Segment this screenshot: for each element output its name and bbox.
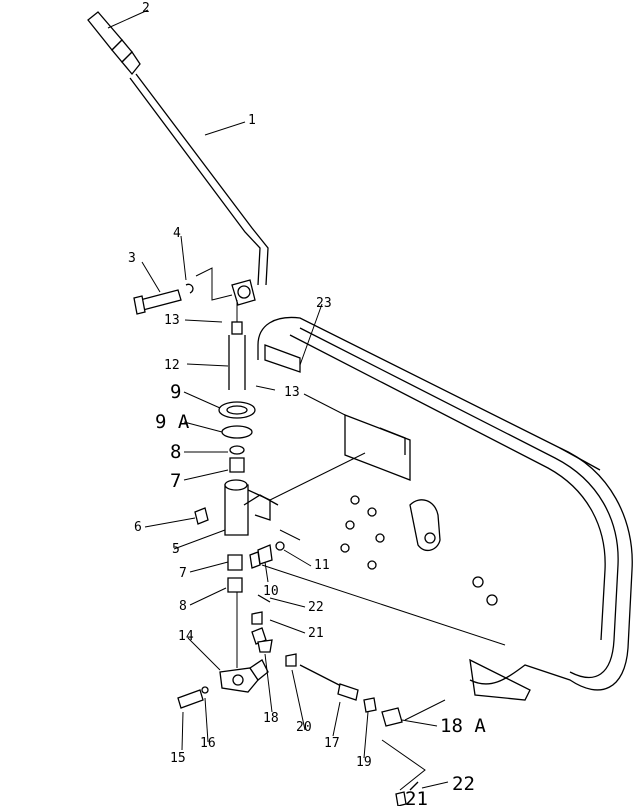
callout-23: 23 bbox=[316, 296, 332, 311]
callout-8-lower: 8 bbox=[179, 599, 187, 614]
callout-21-lower: 21 bbox=[405, 788, 428, 806]
callout-3: 3 bbox=[128, 251, 136, 266]
callout-13-lower: 13 bbox=[284, 385, 300, 400]
tank-body bbox=[257, 316, 633, 701]
callout-9: 9 bbox=[170, 381, 181, 403]
callout-20: 20 bbox=[296, 720, 312, 735]
callout-21-upper: 21 bbox=[308, 626, 324, 641]
callout-labels: 2 1 4 3 23 13 12 13 9 9 A 8 7 6 5 11 7 1… bbox=[128, 1, 486, 806]
callout-22-upper: 22 bbox=[308, 600, 324, 615]
callout-8-upper: 8 bbox=[170, 441, 181, 463]
callout-15: 15 bbox=[170, 751, 186, 766]
callout-19: 19 bbox=[356, 755, 372, 770]
callout-11: 11 bbox=[314, 558, 330, 573]
control-lever bbox=[87, 11, 269, 286]
leader-lines bbox=[107, 9, 449, 789]
callout-17: 17 bbox=[324, 736, 340, 751]
shaft-assembly bbox=[194, 321, 285, 593]
callout-10: 10 bbox=[263, 584, 279, 599]
callout-13-upper: 13 bbox=[164, 313, 180, 328]
callout-18: 18 bbox=[263, 711, 279, 726]
callout-14: 14 bbox=[178, 629, 194, 644]
callout-9a: 9 A bbox=[155, 411, 190, 433]
callout-2: 2 bbox=[142, 1, 150, 16]
callout-5: 5 bbox=[172, 542, 180, 557]
callout-16: 16 bbox=[200, 736, 216, 751]
lower-linkage bbox=[177, 594, 426, 806]
callout-7-upper: 7 bbox=[170, 470, 181, 492]
callout-4: 4 bbox=[173, 226, 181, 241]
callout-22-lower: 22 bbox=[452, 773, 475, 795]
centre-lines bbox=[211, 268, 506, 721]
callout-18a: 18 A bbox=[440, 715, 486, 737]
callout-1: 1 bbox=[248, 113, 256, 128]
callout-6: 6 bbox=[134, 520, 142, 535]
callout-12: 12 bbox=[164, 358, 180, 373]
callout-7-lower: 7 bbox=[179, 566, 187, 581]
